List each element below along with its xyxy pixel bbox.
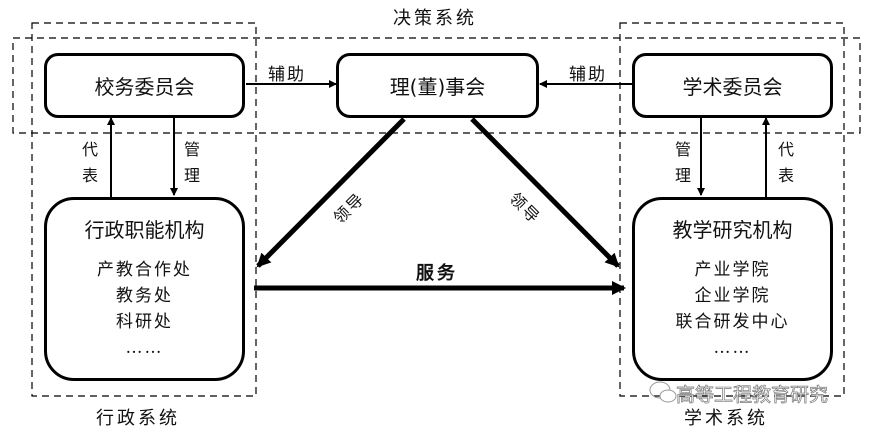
admin-org-node[interactable]: 行政职能机构 产教合作处 教务处 科研处 …… <box>44 197 245 381</box>
teaching-research-org-title: 教学研究机构 <box>672 218 793 242</box>
teaching-research-org-item: 企业学院 <box>694 286 771 306</box>
admin-org-item: 产教合作处 <box>97 260 192 280</box>
lead-left-arrow <box>256 117 406 268</box>
represent-left-label: 代 表 <box>81 140 98 185</box>
serve-label: 服务 <box>416 263 458 284</box>
admin-org-item: …… <box>125 338 164 358</box>
assist-right-label: 辅助 <box>569 65 607 85</box>
academic-system-frame <box>619 22 845 397</box>
admin-system-label: 行政系统 <box>96 408 180 429</box>
teaching-research-org-item: 联合研发中心 <box>675 312 790 332</box>
wechat-icon <box>649 381 677 403</box>
admin-org-title: 行政职能机构 <box>84 218 205 242</box>
board-label: 理(董)事会 <box>389 75 486 99</box>
decision-system-frame <box>12 37 861 134</box>
admin-system-frame <box>31 22 257 397</box>
manage-right-label: 管 理 <box>674 140 691 185</box>
school-affairs-committee-label: 校务委员会 <box>94 75 195 99</box>
watermark-text: 高等工程教育研究 <box>676 384 829 407</box>
decision-system-label: 决策系统 <box>393 8 477 29</box>
lead-right-arrow <box>470 117 620 268</box>
teaching-research-org-item: …… <box>713 338 752 358</box>
school-affairs-committee-node[interactable]: 校务委员会 <box>44 53 245 118</box>
academic-committee-node[interactable]: 学术委员会 <box>632 53 833 118</box>
represent-right-label: 代 表 <box>777 140 794 185</box>
board-node[interactable]: 理(董)事会 <box>336 53 539 118</box>
teaching-research-org-node[interactable]: 教学研究机构 产业学院 企业学院 联合研发中心 …… <box>632 197 833 381</box>
manage-left-label: 管 理 <box>183 140 200 185</box>
admin-org-item: 科研处 <box>116 312 173 332</box>
teaching-research-org-item: 产业学院 <box>694 260 771 280</box>
admin-org-item: 教务处 <box>116 286 173 306</box>
academic-committee-label: 学术委员会 <box>682 75 783 99</box>
academic-system-label: 学术系统 <box>684 408 768 429</box>
assist-left-label: 辅助 <box>268 65 306 85</box>
